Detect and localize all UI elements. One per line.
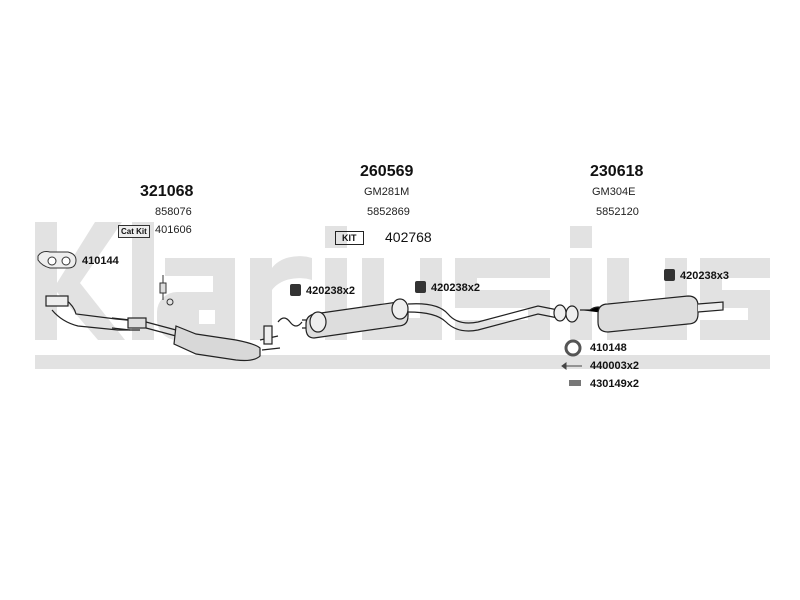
oe-number: 5852869 xyxy=(367,206,410,218)
part-number-260569[interactable]: 260569 xyxy=(360,163,414,180)
ring-part-label[interactable]: 410148 xyxy=(590,342,627,354)
mount-part-label[interactable]: 420238x2 xyxy=(431,282,480,294)
oe-number: 5852120 xyxy=(596,206,639,218)
mount-part-label[interactable]: 420238x2 xyxy=(306,285,355,297)
clip-icon xyxy=(569,380,581,386)
rubber-mount-icon xyxy=(290,269,675,296)
ring-gasket-icon xyxy=(564,339,582,357)
mount-part-label[interactable]: 420238x3 xyxy=(680,270,729,282)
cat-kit-badge: Cat Kit xyxy=(118,225,150,238)
clip-part-label[interactable]: 430149x2 xyxy=(590,378,639,390)
exhaust-pipe-icon xyxy=(407,303,579,332)
kit-box: KIT xyxy=(335,231,364,245)
muffler-icon xyxy=(580,295,724,333)
part-number-321068[interactable]: 321068 xyxy=(140,183,194,200)
muffler-icon xyxy=(305,298,409,339)
bolt-icon xyxy=(561,362,582,370)
kit-ref[interactable]: 402768 xyxy=(385,229,432,245)
bolt-part-label[interactable]: 440003x2 xyxy=(590,360,639,372)
exhaust-pipe-icon xyxy=(45,295,177,337)
catalytic-converter-icon xyxy=(173,325,281,362)
sensor-icon xyxy=(159,275,174,306)
oe-number: 858076 xyxy=(155,206,192,218)
ref-code: GM304E xyxy=(592,186,636,198)
gasket-icon xyxy=(37,251,77,269)
gasket-part-label[interactable]: 410144 xyxy=(82,255,119,267)
part-number-230618[interactable]: 230618 xyxy=(590,163,644,180)
kit-ref[interactable]: 401606 xyxy=(155,224,192,236)
ref-code: GM281M xyxy=(364,186,410,198)
